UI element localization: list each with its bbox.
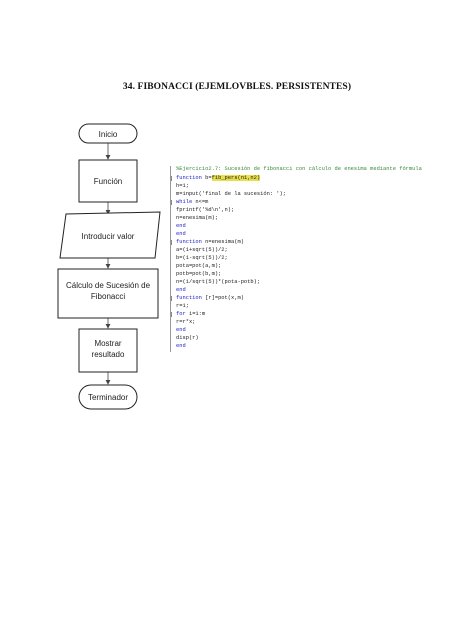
code-line: for i=1:m [176, 311, 205, 318]
code-line: potb=pot(b,m); [176, 271, 222, 277]
fold-marker [171, 312, 172, 317]
input-label: Introducir valor [82, 232, 135, 241]
code-keyword: end [176, 287, 186, 293]
code-line: end [176, 343, 186, 350]
code-line: pota=pot(a,m); [176, 263, 222, 269]
code-line: a=(1+sqrt(5))/2; [176, 247, 228, 253]
code-keyword: function [176, 175, 202, 181]
function-label: Función [94, 177, 122, 186]
code-line: n=(1/sqrt(5))*(pota-potb); [176, 279, 261, 285]
code-highlight: fib_pers(n1,n2) [211, 175, 261, 181]
code-keyword: function [176, 239, 202, 245]
code-line: function b=fib_pers(n1,n2) [176, 175, 261, 182]
fold-marker [171, 240, 172, 245]
code-text: i=1:m [185, 311, 206, 317]
code-line: function [r]=pot(x,m) [176, 295, 244, 302]
code-text: n=enesima(m) [201, 239, 244, 245]
page-title: 34. FIBONACCI (EJEMLOVBLES. PERSISTENTES… [122, 82, 352, 92]
code-text: b= [201, 175, 212, 181]
code-listing: %Ejercicio2.7: Sucesión de fibonacci con… [170, 166, 467, 352]
fold-marker [171, 200, 172, 205]
fold-marker [171, 296, 172, 301]
code-keyword: end [176, 231, 186, 237]
code-line: m=input('final de la sucesión: '); [176, 191, 286, 197]
code-keyword: for [176, 311, 186, 317]
code-line: end [176, 327, 186, 334]
calculation-label-line1: Cálculo de Sucesión de [66, 281, 151, 290]
code-line: h=1; [176, 183, 189, 189]
code-line: disp(r) [176, 335, 199, 341]
code-line: r=1; [176, 303, 189, 309]
code-line: while n<=m [176, 199, 208, 206]
calculation-process [57, 268, 159, 319]
calculation-label-line2: Fibonacci [91, 292, 125, 301]
code-line: b=(1-sqrt(5))/2; [176, 255, 228, 261]
code-line: end [176, 287, 186, 294]
end-label: Terminador [88, 393, 128, 402]
start-terminal [78, 123, 138, 144]
code-keyword: function [176, 295, 202, 301]
code-line: function n=enesima(m) [176, 239, 244, 246]
end-terminal [78, 384, 138, 410]
code-keyword: end [176, 223, 186, 229]
input-parallelogram [59, 211, 161, 259]
code-line: fprintf('%d\n',n); [176, 207, 235, 213]
show-result-process [78, 328, 138, 373]
code-text: n<=m [192, 199, 209, 205]
start-label: Inicio [99, 130, 118, 139]
code-line: r=r*x; [176, 319, 196, 325]
code-line: n=enesima(m); [176, 215, 219, 221]
code-line: end [176, 231, 186, 238]
show-label-line2: resultado [92, 350, 125, 359]
code-keyword: end [176, 343, 186, 349]
code-comment: %Ejercicio2.7: Sucesión de fibonacci con… [176, 166, 422, 172]
code-line: end [176, 223, 186, 230]
show-label-line1: Mostrar [94, 339, 121, 348]
function-process [78, 159, 138, 203]
code-keyword: end [176, 327, 186, 333]
fold-marker [171, 176, 172, 181]
code-text: [r]=pot(x,m) [201, 295, 244, 301]
code-keyword: while [176, 199, 193, 205]
